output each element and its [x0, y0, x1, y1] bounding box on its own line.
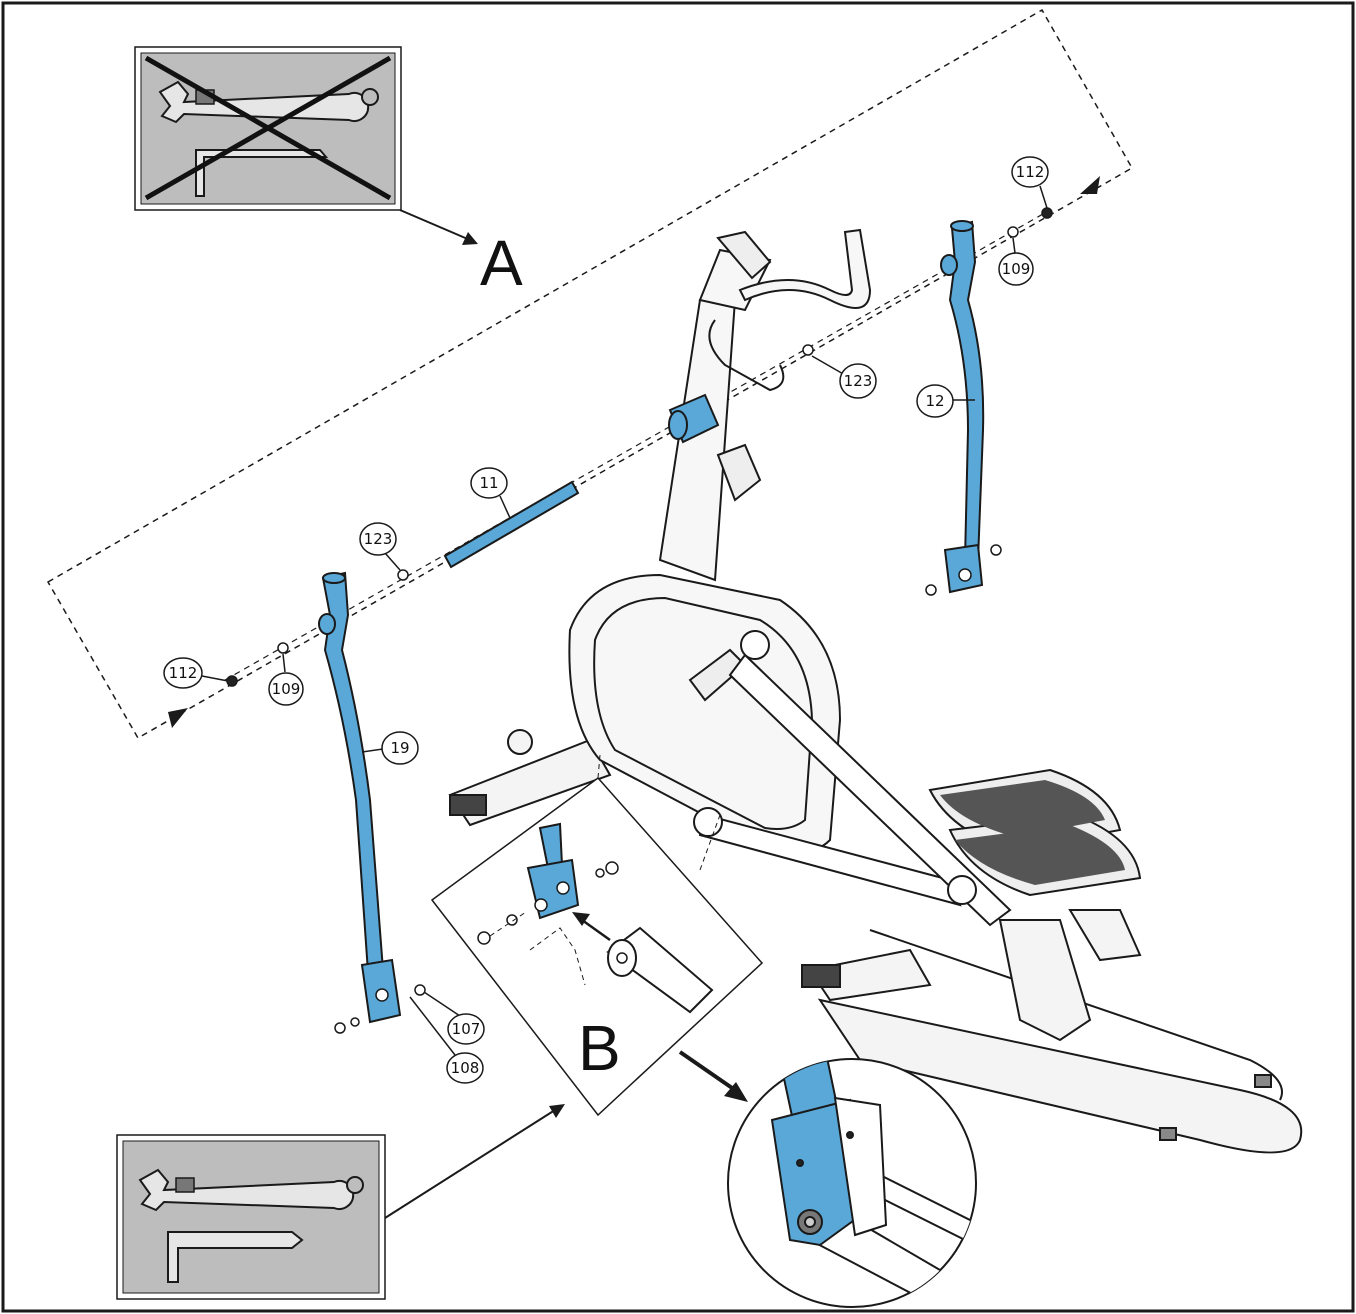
svg-text:123: 123: [364, 530, 393, 548]
callout-123-right: 123: [811, 355, 877, 399]
axle-dashed-line: [224, 209, 1051, 681]
part-axle-11: [443, 480, 580, 569]
tool-panel-b: [116, 1134, 386, 1300]
assembly-dashed-outline: [46, 8, 1134, 740]
step-label-a: A: [480, 227, 523, 299]
callout-112-left: 112: [163, 657, 229, 689]
svg-text:123: 123: [844, 372, 873, 390]
arrow-to-b-box: [384, 1104, 565, 1219]
part-handlebar-19: [318, 571, 402, 1024]
callout-109-left: 109: [268, 653, 304, 706]
callout-108: 108: [409, 996, 484, 1084]
wrench-icon: [138, 1168, 364, 1212]
callout-12: 12: [916, 384, 975, 418]
svg-text:19: 19: [390, 739, 409, 757]
hardware: [226, 207, 1053, 1034]
dashed-arrowhead-right: [1080, 176, 1100, 194]
arrow-to-a: [399, 209, 478, 245]
svg-text:112: 112: [1016, 163, 1045, 181]
allen-key-icon: [167, 1231, 304, 1283]
cross-line-2: [144, 55, 392, 201]
tool-panel-a: [134, 46, 402, 211]
svg-text:108: 108: [451, 1059, 480, 1077]
svg-text:109: 109: [1002, 260, 1031, 278]
callout-112-right: 112: [1011, 156, 1049, 209]
svg-text:11: 11: [479, 474, 498, 492]
svg-text:112: 112: [169, 664, 198, 682]
part-upper-joint: [668, 393, 720, 444]
svg-text:109: 109: [272, 680, 301, 698]
magnified-detail: [727, 1058, 977, 1308]
step-label-b: B: [578, 1012, 621, 1084]
trainer-body: [448, 228, 1303, 1154]
svg-text:107: 107: [452, 1020, 481, 1038]
detail-box-b: [430, 754, 764, 1117]
part-handlebar-12: [940, 220, 985, 594]
callout-123-left: 123: [359, 522, 401, 571]
callout-11: 11: [470, 467, 511, 519]
wrench-icon: [158, 80, 379, 124]
dashed-arrowhead-left: [168, 708, 188, 728]
callout-19: 19: [361, 731, 419, 765]
svg-text:12: 12: [925, 392, 944, 410]
arrow-to-zoom: [678, 1050, 748, 1102]
callout-107: 107: [423, 991, 485, 1045]
callout-109-right: 109: [998, 237, 1034, 286]
